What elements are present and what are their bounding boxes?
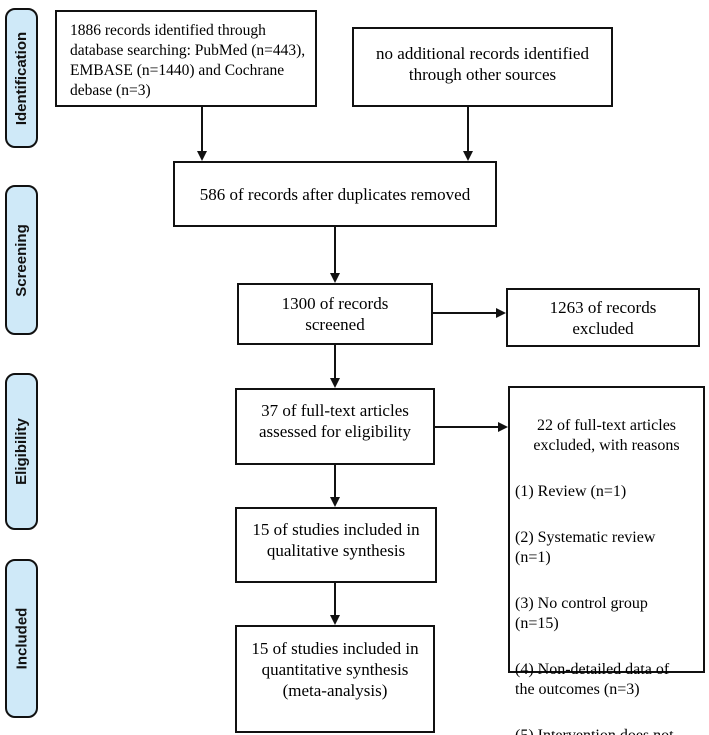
box-records-screened: 1300 of records screened — [237, 283, 433, 345]
reason-item-5: (5) Intervention does not meet the inlus… — [510, 726, 703, 735]
box-qualitative-synthesis: 15 of studies included in qualitative sy… — [235, 507, 437, 583]
reason-item-1: (1) Review (n=1) — [515, 483, 627, 500]
reason-item-2: (2) Systematic review (n=1) — [515, 529, 656, 566]
box-records-excluded: 1263 of records excluded — [506, 288, 700, 347]
stage-label-identification-text: Identification — [13, 31, 30, 125]
arrow-fulltext-to-qualitative — [330, 465, 340, 507]
box-records-identified: 1886 records identified through database… — [55, 10, 317, 107]
stage-label-included-text: Included — [13, 607, 31, 670]
box-quantitative-synthesis: 15 of studies included in quantitative s… — [235, 625, 435, 733]
arrow-screened-to-excluded — [433, 308, 506, 318]
stage-label-screening-text: Screening — [13, 223, 30, 297]
reason-item-3: (3) No control group (n=15) — [515, 595, 648, 632]
arrow-qualitative-to-quantitative — [330, 583, 340, 625]
arrow-screened-to-fulltext — [330, 345, 340, 388]
box-additional-records: no additional records identified through… — [352, 27, 613, 107]
stage-label-screening: Screening — [5, 185, 38, 335]
stage-label-eligibility-text: Eligibility — [13, 418, 30, 485]
stage-label-eligibility: Eligibility — [5, 373, 38, 530]
box-fulltext-excluded-reasons: 22 of full-text articles excluded, with … — [508, 386, 705, 735]
stage-label-identification: Identification — [5, 8, 38, 148]
reason-item-4: (4) Non-detailed data of the outcomes (n… — [515, 661, 670, 698]
box-fulltext-assessed: 37 of full-text articles assessed for el… — [235, 388, 435, 465]
box-duplicates-removed: 586 of records after duplicates removed — [173, 161, 497, 227]
arrow-additional-to-duplicates — [463, 107, 473, 161]
reasons-heading: 22 of full-text articles excluded, with … — [533, 417, 680, 454]
stage-label-included: Included — [5, 559, 38, 718]
arrow-identified-to-duplicates — [197, 107, 207, 161]
arrow-fulltext-to-reasons — [435, 422, 508, 432]
arrow-duplicates-to-screened — [330, 227, 340, 283]
